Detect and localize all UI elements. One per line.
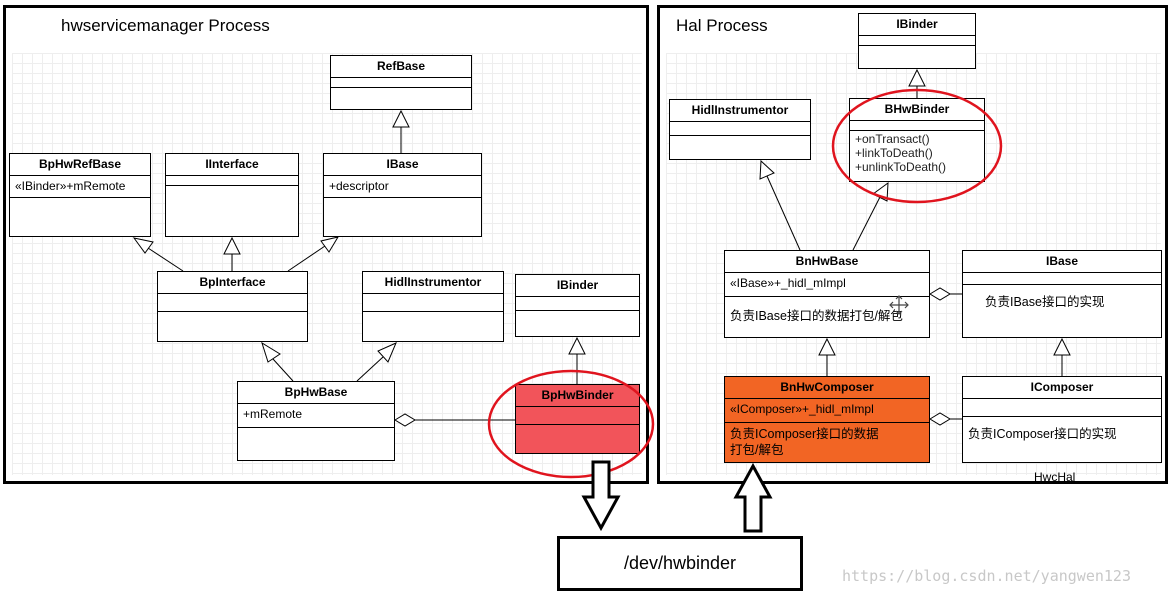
inherit-arrow bbox=[223, 236, 241, 255]
class-attributes: «IBinder»+mRemote bbox=[10, 176, 150, 198]
class-refbase[interactable]: RefBase bbox=[330, 55, 472, 110]
class-name: BpHwBinder bbox=[516, 385, 639, 407]
inherit-arrow bbox=[1053, 337, 1071, 356]
inherit-arrow bbox=[392, 109, 410, 128]
class-name: IComposer bbox=[963, 377, 1161, 399]
class-bhwbinder[interactable]: BHwBinder +onTransact() +linkToDeath() +… bbox=[849, 98, 985, 182]
panel-title: hwservicemanager Process bbox=[61, 16, 270, 35]
class-note: 负责IBase接口的数据打包/解包 bbox=[730, 309, 903, 323]
move-cursor-icon bbox=[889, 295, 909, 315]
class-attributes bbox=[166, 176, 298, 186]
class-bphwbase[interactable]: BpHwBase +mRemote bbox=[237, 381, 395, 461]
class-attributes: +descriptor bbox=[324, 176, 481, 198]
watermark: https://blog.csdn.net/yangwen123 bbox=[842, 567, 1131, 585]
class-attributes bbox=[516, 297, 639, 311]
class-attributes: «IBase»+_hidl_mImpl bbox=[725, 273, 929, 297]
class-attributes bbox=[158, 294, 307, 312]
class-ibase-right[interactable]: IBase 负责IBase接口的实现 bbox=[962, 250, 1162, 338]
inherit-arrow bbox=[818, 337, 836, 356]
inherit-arrow bbox=[261, 341, 281, 363]
inherit-arrow bbox=[132, 237, 154, 254]
note-line-2: 打包/解包 bbox=[730, 443, 784, 457]
class-bphwbinder[interactable]: BpHwBinder bbox=[515, 384, 640, 454]
aggregation-diamond bbox=[394, 413, 416, 427]
class-name: HidlInstrumentor bbox=[670, 100, 810, 122]
class-note: 负责IComposer接口的数据 打包/解包 bbox=[725, 423, 929, 462]
class-name: BnHwComposer bbox=[725, 377, 929, 399]
class-attributes bbox=[331, 78, 471, 88]
method-linktodeath: +linkToDeath() bbox=[855, 146, 933, 160]
class-name: BpHwBase bbox=[238, 382, 394, 404]
class-note: 负责IBase接口的实现 bbox=[985, 295, 1105, 309]
panel-title: Hal Process bbox=[676, 16, 768, 35]
highlight-ellipse bbox=[831, 88, 1003, 204]
class-note: 负责IComposer接口的实现 bbox=[968, 427, 1117, 441]
class-icomposer[interactable]: IComposer 负责IComposer接口的实现 bbox=[962, 376, 1162, 463]
class-ibinder-left[interactable]: IBinder bbox=[515, 274, 640, 337]
inherit-arrow bbox=[759, 159, 775, 180]
class-name: BHwBinder bbox=[850, 99, 984, 121]
inherit-arrow bbox=[320, 236, 340, 253]
class-name: IBase bbox=[963, 251, 1161, 273]
class-name: HidlInstrumentor bbox=[363, 272, 503, 294]
class-attributes bbox=[516, 407, 639, 425]
class-attributes: «IComposer»+_hidl_mImpl bbox=[725, 399, 929, 423]
class-iinterface[interactable]: IInterface bbox=[165, 153, 299, 237]
class-attributes bbox=[859, 36, 975, 46]
class-attributes bbox=[850, 121, 984, 131]
class-ibinder-right[interactable]: IBinder bbox=[858, 13, 976, 69]
class-bphwrefbase[interactable]: BpHwRefBase «IBinder»+mRemote bbox=[9, 153, 151, 237]
class-name: IInterface bbox=[166, 154, 298, 176]
inherit-arrow bbox=[568, 336, 586, 355]
inherit-line bbox=[766, 175, 801, 251]
class-name: RefBase bbox=[331, 56, 471, 78]
class-hidlinstrumentor[interactable]: HidlInstrumentor bbox=[362, 271, 504, 342]
class-attributes bbox=[670, 122, 810, 136]
class-ibase[interactable]: IBase +descriptor bbox=[323, 153, 482, 237]
class-attributes bbox=[963, 273, 1161, 285]
method-unlinktodeath: +unlinkToDeath() bbox=[855, 160, 947, 174]
class-name: IBinder bbox=[859, 14, 975, 36]
class-methods: +onTransact() +linkToDeath() +unlinkToDe… bbox=[850, 131, 984, 181]
class-name: IBinder bbox=[516, 275, 639, 297]
dev-hwbinder-box: /dev/hwbinder bbox=[557, 536, 803, 591]
class-attributes bbox=[363, 294, 503, 312]
aggregation-diamond bbox=[929, 287, 951, 301]
aggregation-diamond bbox=[929, 412, 951, 426]
hwchal-label: HwcHal bbox=[1034, 470, 1076, 484]
class-name: BpInterface bbox=[158, 272, 307, 294]
method-ontransact: +onTransact() bbox=[855, 132, 930, 146]
class-bnhwcomposer[interactable]: BnHwComposer «IComposer»+_hidl_mImpl 负责I… bbox=[724, 376, 930, 463]
class-bpinterface[interactable]: BpInterface bbox=[157, 271, 308, 342]
up-arrow-icon bbox=[733, 462, 773, 533]
class-attributes bbox=[963, 399, 1161, 417]
inherit-arrow bbox=[908, 68, 926, 87]
note-line-1: 负责IComposer接口的数据 bbox=[730, 427, 879, 441]
class-name: BpHwRefBase bbox=[10, 154, 150, 176]
class-hidlinstrumentor-right[interactable]: HidlInstrumentor bbox=[669, 99, 811, 160]
highlight-ellipse bbox=[487, 369, 655, 479]
down-arrow-icon bbox=[581, 460, 621, 532]
inherit-line bbox=[287, 245, 326, 272]
inherit-arrow bbox=[377, 342, 397, 363]
inherit-line bbox=[272, 358, 294, 382]
inherit-line bbox=[852, 196, 881, 251]
inherit-line bbox=[356, 356, 384, 382]
class-name: IBase bbox=[324, 154, 481, 176]
inherit-line bbox=[147, 247, 184, 272]
class-attributes: +mRemote bbox=[238, 404, 394, 428]
class-name: BnHwBase bbox=[725, 251, 929, 273]
